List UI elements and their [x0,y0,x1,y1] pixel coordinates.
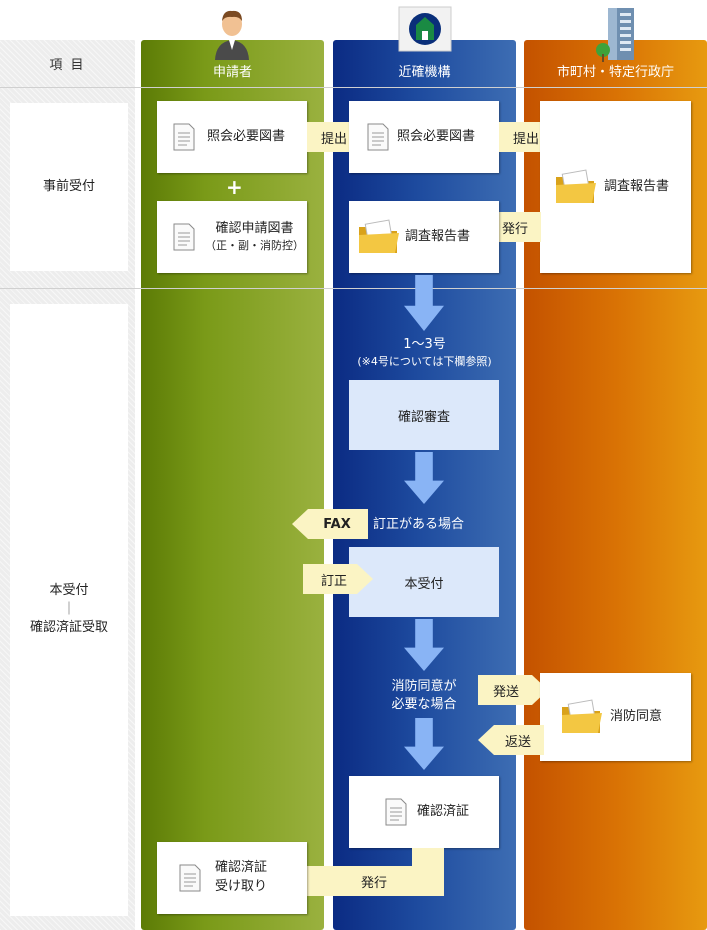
correction-arrow: 訂正 [303,564,373,594]
lane-title-agency: 近確機構 [398,65,451,80]
item-header: 項 目 [49,57,86,73]
return-arrow: 返送 [478,725,544,755]
document-icon [385,798,407,826]
correction-case-label: 訂正がある場合 [373,517,465,532]
fax-arrow: FAX [292,509,368,539]
header-divider [0,87,707,88]
agency-logo-icon [398,6,452,52]
row-label-main: 本受付 ｜ 確認済証受取 [10,304,128,916]
certificate-box: 確認済証 [349,776,499,848]
section-divider [0,288,707,289]
issue-arrow-main: 発行 [290,866,444,896]
agency-inquiry-docs-box: 照会必要図書 [349,101,499,173]
document-icon [173,223,195,251]
send-arrow: 発送 [478,675,548,705]
plus-sign: + [226,175,243,199]
lane-title-city: 市町村・特定行政庁 [556,65,674,80]
fire-consent-box: 消防同意 [540,673,691,761]
applicant-inquiry-docs-box: 照会必要図書 [157,101,307,173]
building-icon [596,8,634,62]
agency-survey-report-box: 調査報告書 [349,201,499,273]
issue-arrow-connector [412,848,444,868]
row-label-pre: 事前受付 [10,103,128,271]
applicant-lane [141,40,324,930]
city-survey-report-box: 調査報告書 [540,101,691,273]
applicant-application-docs-box: 確認申請図書 （正・副・消防控） [157,201,307,273]
lane-title-applicant: 申請者 [212,65,252,80]
review-box: 確認審査 [349,380,499,450]
person-icon [215,10,249,60]
receive-certificate-box: 確認済証 受け取り [157,842,307,914]
folder-icon [359,219,399,253]
folder-icon [562,699,602,733]
main-accept-box: 本受付 [349,547,499,617]
document-icon [367,123,389,151]
fire-consent-case-label: 消防同意が 必要な場合 [391,679,457,713]
folder-icon [556,169,596,203]
scope-note: 1～3号 (※4号については下欄参照) [357,337,492,369]
document-icon [179,864,201,892]
document-icon [173,123,195,151]
